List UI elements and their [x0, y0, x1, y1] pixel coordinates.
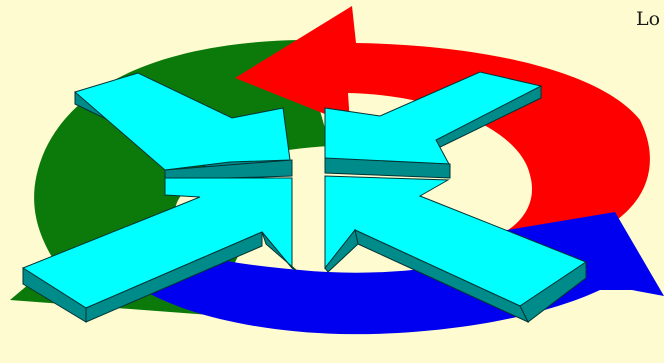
corner-text: Lo: [636, 8, 660, 30]
